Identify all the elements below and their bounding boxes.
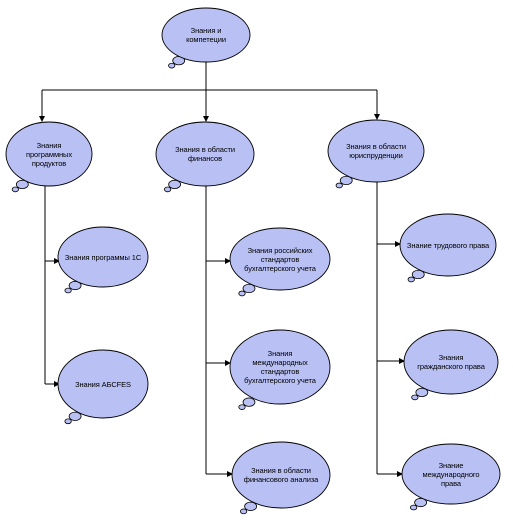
arrow-international-law — [397, 471, 403, 477]
skill-node-civil-law: Знания гражданского права — [404, 330, 498, 394]
skill-bubble-international-law — [401, 443, 501, 511]
skill-bubble-civil-law — [403, 329, 499, 401]
bubble-tail-small — [238, 290, 246, 297]
connector-lines — [39, 62, 405, 477]
bubble-body — [5, 121, 93, 187]
category-node-label: Знания программных продуктов — [26, 140, 72, 168]
bubble-body — [57, 349, 149, 419]
category-node-finance: Знания в области финансов — [156, 122, 254, 186]
bubble-shapes — [5, 7, 501, 515]
skill-bubble-absfes — [57, 349, 149, 425]
bubble-body — [229, 227, 331, 291]
bubble-body — [231, 441, 331, 509]
arrow-labor-law — [395, 241, 401, 247]
skill-node-label: Знания российских стандартов бухгалтерск… — [244, 245, 316, 273]
bubble-tail-large — [242, 283, 256, 294]
arrow-financial-analysis — [227, 471, 233, 477]
category-bubble-law — [327, 119, 425, 189]
category-bubble-software — [5, 121, 93, 193]
category-node-label: Знания в области юриспруденции — [346, 142, 406, 160]
skill-node-label: Знания в области финансового анализа — [243, 466, 319, 484]
skill-node-international-law: Знание международного права — [402, 444, 500, 504]
bubble-body — [399, 213, 497, 277]
category-node-label: Знания в области финансов — [175, 145, 235, 163]
bubble-tail-large — [414, 497, 428, 508]
bubble-tail-large — [68, 280, 82, 291]
bubble-tail-small — [64, 418, 72, 425]
skill-bubble-labor-law — [399, 213, 497, 283]
arrow-1c — [54, 258, 60, 264]
bubble-tail-small — [410, 504, 418, 511]
bubble-tail-small — [11, 186, 19, 193]
bubble-body — [161, 7, 251, 63]
bubble-tail-large — [68, 411, 82, 421]
skill-node-label: Знания гражданского права — [417, 353, 485, 371]
bubble-body — [327, 119, 425, 183]
bubble-tail-large — [411, 269, 425, 280]
arrow-software — [39, 116, 45, 122]
category-bubble-finance — [155, 121, 255, 193]
arrow-finance — [203, 116, 209, 122]
skill-node-label: Знание трудового права — [406, 240, 490, 250]
bubble-tail-small — [64, 287, 72, 294]
bubble-tail-large — [415, 387, 429, 397]
skill-node-label: Знания международных стандартов бухгалте… — [244, 349, 316, 385]
skill-node-label: Знания АБСFES — [75, 379, 131, 389]
bubble-body — [57, 226, 149, 288]
arrow-ifrs — [225, 360, 231, 366]
skill-node-financial-analysis: Знания в области финансового анализа — [232, 442, 330, 508]
category-node-law: Знания в области юриспруденции — [328, 120, 424, 182]
bubble-body — [401, 443, 501, 505]
arrow-absfes — [54, 381, 60, 387]
skill-node-label: Знания программы 1С — [64, 252, 142, 262]
skill-node-absfes: Знания АБСFES — [58, 350, 148, 418]
bubble-body — [403, 329, 499, 395]
bubble-tail-large — [339, 175, 353, 186]
bubble-tail-small — [407, 276, 415, 283]
arrow-law — [374, 114, 380, 120]
bubble-tail-small — [335, 182, 343, 189]
bubble-tail-large — [15, 179, 29, 189]
skill-bubble-1c — [57, 226, 149, 294]
bubble-body — [155, 121, 255, 187]
bubble-tail-small — [238, 404, 246, 410]
skill-bubble-ifrs — [229, 329, 331, 410]
bubble-tail-small — [240, 508, 248, 515]
bubble-body — [229, 329, 331, 405]
skill-bubble-ras — [229, 227, 331, 297]
skill-bubble-financial-analysis — [231, 441, 331, 515]
skill-node-ras: Знания российских стандартов бухгалтерск… — [230, 228, 330, 290]
bubble-tail-large — [244, 501, 258, 511]
bubble-tail-small — [411, 394, 419, 401]
category-node-software: Знания программных продуктов — [6, 122, 92, 186]
bubble-tail-large — [242, 397, 256, 407]
skill-node-ifrs: Знания международных стандартов бухгалте… — [230, 330, 330, 404]
skill-node-1c: Знания программы 1С — [58, 227, 148, 287]
arrow-civil-law — [399, 358, 405, 364]
bubble-tail-large — [168, 179, 182, 189]
arrow-ras — [225, 258, 231, 264]
skill-node-labor-law: Знание трудового права — [400, 214, 496, 276]
root-bubble — [161, 7, 251, 69]
bubble-tail-small — [168, 62, 176, 69]
root-node: Знания и компетеции — [162, 8, 250, 62]
bubble-tail-small — [164, 186, 172, 193]
skill-node-label: Знание международного права — [422, 460, 480, 488]
root-node-label: Знания и компетеции — [186, 26, 226, 44]
